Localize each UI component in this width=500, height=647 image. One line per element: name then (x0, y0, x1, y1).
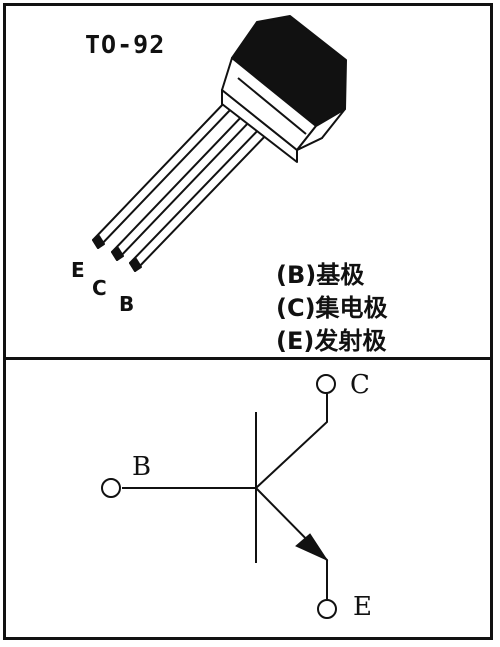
emitter-terminal (317, 599, 337, 619)
collector-wire (255, 393, 328, 489)
collector-terminal (316, 374, 336, 394)
terminal-label-c: C (350, 370, 370, 400)
emitter-arrow (295, 533, 329, 562)
legend-row-base: (B)基极 (276, 261, 365, 289)
pin-label-c: C (92, 276, 107, 300)
transistor-body (221, 15, 347, 163)
package-title: TO-92 (85, 30, 166, 59)
base-terminal (101, 478, 121, 498)
legend-row-collector: (C)集电极 (276, 294, 388, 322)
terminal-label-b: B (132, 452, 152, 482)
legend-row-emitter: (E)发射极 (276, 327, 387, 355)
pin-label-e: E (71, 258, 85, 282)
terminal-label-e: E (353, 592, 372, 622)
section-divider (3, 357, 493, 360)
pin-label-b: B (119, 292, 135, 316)
pin-legend: (B)基极 (C)集电极 (E)发射极 (276, 259, 388, 358)
